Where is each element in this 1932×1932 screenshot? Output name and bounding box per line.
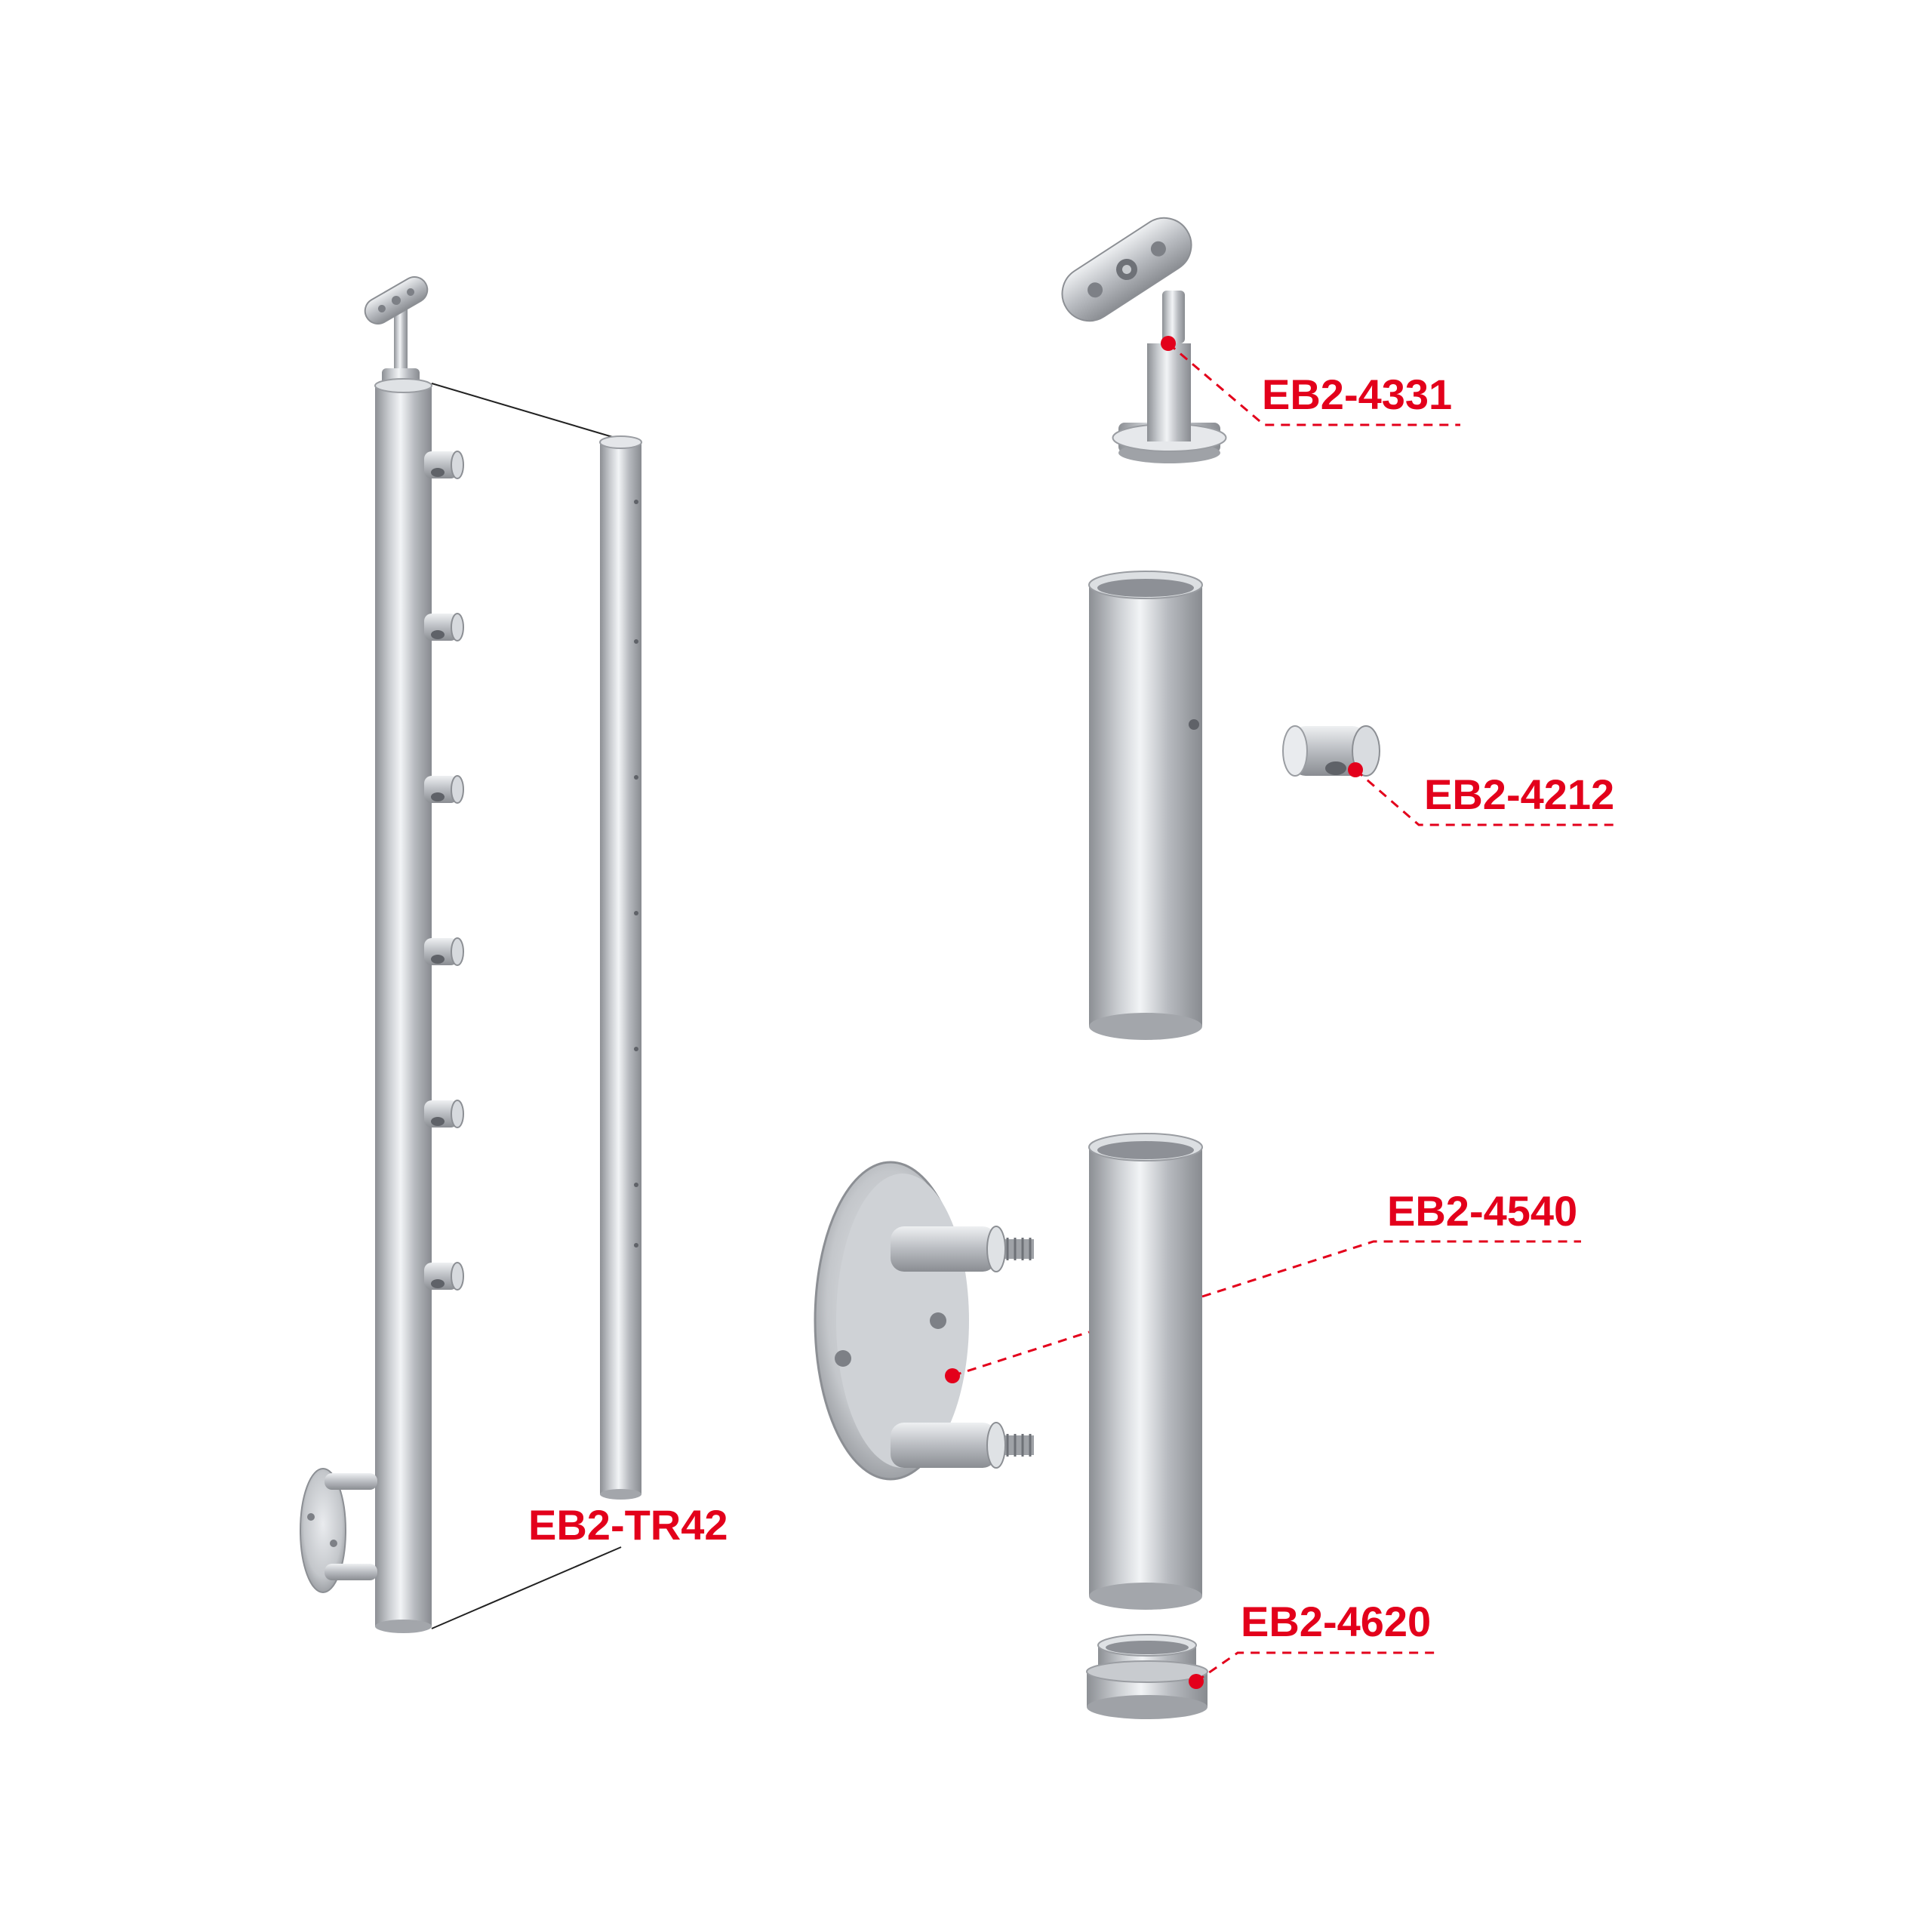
assembled-side-mount (300, 1468, 377, 1593)
leader-line-bottom (431, 1546, 622, 1629)
handrail-bracket (1061, 217, 1227, 463)
drilled-tube-holes (634, 500, 638, 1247)
assembled-post (300, 276, 464, 1633)
assembled-crossbar-holders (424, 451, 464, 1291)
label-eb2-4540: EB2-4540 (1387, 1187, 1577, 1235)
assembled-tube (375, 385, 432, 1626)
label-eb2-tr42: EB2-TR42 (528, 1501, 728, 1549)
leader-line-top (431, 383, 616, 438)
drilled-tube (599, 435, 642, 1500)
label-eb2-4331: EB2-4331 (1262, 371, 1452, 418)
leader-eb2-4620 (1195, 1651, 1438, 1683)
side-mount-plate (814, 1161, 1034, 1481)
upper-tube (1088, 571, 1203, 1040)
assembled-handrail-bracket (364, 276, 429, 386)
bottom-cap (1086, 1634, 1208, 1719)
leader-eb2-4331 (1168, 342, 1460, 426)
leader-eb2-4540-lower (952, 1331, 1090, 1377)
crossbar-holder (1282, 725, 1380, 777)
label-eb2-4212: EB2-4212 (1424, 771, 1614, 818)
leader-eb2-4212 (1355, 768, 1619, 826)
leader-eb2-4540-upper (1201, 1240, 1581, 1298)
label-eb2-4620: EB2-4620 (1241, 1598, 1431, 1645)
lower-tube (1088, 1133, 1203, 1610)
